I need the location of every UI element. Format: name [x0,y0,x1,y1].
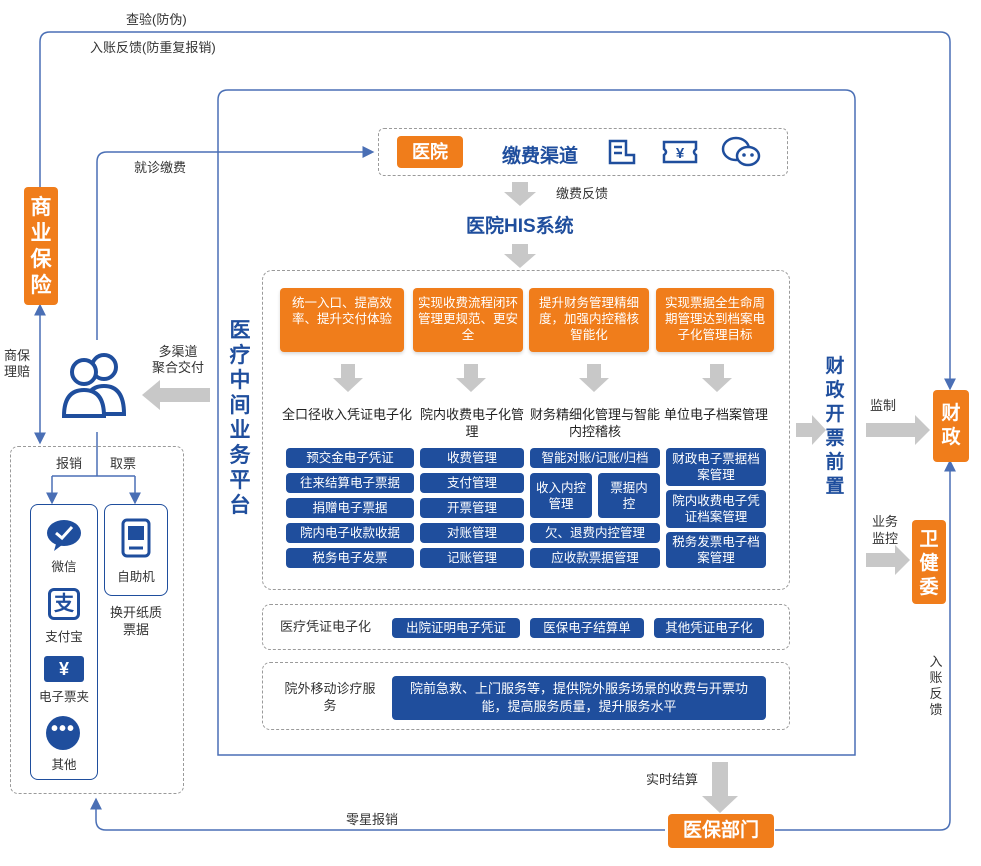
mobile-service-desc: 院前急救、上门服务等，提供院外服务场景的收费与开票功能，提高服务质量，提升服务水… [392,676,766,720]
charge-item: 支付管理 [420,473,524,493]
voucher-item: 其他凭证电子化 [654,618,764,638]
charge-item: 收费管理 [420,448,524,468]
section-title-charge: 院内收费电子化管理 [419,407,524,439]
verify-label: 查验(防伪) [126,12,187,27]
e-ticket-wallet-icon: ¥ [44,656,84,682]
income-item: 税务电子发票 [286,548,414,568]
goal-finance-refine: 提升财务管理精细度，加强内控稽核智能化 [529,288,649,352]
business-monitor-label: 业务 监控 [872,514,899,546]
section-title-income: 全口径收入凭证电子化 [282,407,413,422]
kiosk-label: 自助机 [117,570,155,584]
mobile-service-label: 院外移动诊疗服务 [284,681,376,713]
wallet-wechat-label: 微信 [51,560,77,574]
commercial-claim-label: 商保 理赔 [4,348,31,379]
petty-reimbursement-label: 零星报销 [346,812,399,827]
mobile-service-box [262,662,790,730]
medical-insurance-box: 医保部门 [668,814,774,848]
entry-feedback-right-label: 入账反馈 [929,654,943,717]
archive-item: 院内收费电子凭证档案管理 [666,490,766,528]
section-title-finance: 财务精细化管理与智能内控稽核 [530,407,661,439]
income-item: 院内电子收款收据 [286,523,414,543]
kiosk-icon [120,518,152,558]
income-item: 往来结算电子票据 [286,473,414,493]
wechat-pay-icon [720,135,762,169]
hospital-box: 医院 [397,136,463,168]
user-group-icon [60,348,136,424]
more-icon: ••• [46,716,80,750]
reimburse-label: 报销 [56,456,83,471]
kiosk-box [104,504,168,596]
voucher-item: 出院证明电子凭证 [392,618,520,638]
cash-icon: ¥ [660,137,700,167]
archive-item: 财政电子票据档案管理 [666,448,766,486]
visit-payment-label: 就诊缴费 [134,160,187,175]
invoice-icon [606,137,638,167]
supervision-label: 监制 [870,398,897,413]
delivery-box [10,446,184,794]
finance-item: 收入内控管理 [530,473,592,518]
finance-item: 票据内控 [598,473,660,518]
wechat-icon [44,518,84,552]
payment-feedback-label: 缴费反馈 [556,186,609,201]
platform-title: 医疗中间业务平台 [229,319,251,517]
entry-feedback-top-label: 入账反馈(防重复报销) [90,40,216,55]
kiosk-note: 换开纸质 票据 [109,605,162,637]
goal-unified-entry: 统一入口、提高效率、提升交付体验 [280,288,404,352]
goal-archive: 实现票据全生命周期管理达到档案电子化管理目标 [656,288,774,352]
finance-box: 财政 [933,390,969,462]
finance-front-title: 财政开票前置 [825,356,845,497]
medical-voucher-box [262,604,790,650]
section-title-archive: 单位电子档案管理 [664,407,769,422]
finance-item: 智能对账/记账/归档 [530,448,660,468]
income-item: 捐赠电子票据 [286,498,414,518]
archive-item: 税务发票电子档案管理 [666,532,766,568]
finance-item: 欠、退费内控管理 [530,523,660,543]
income-item: 预交金电子凭证 [286,448,414,468]
charge-item: 开票管理 [420,498,524,518]
finance-item: 应收款票据管理 [530,548,660,568]
medical-voucher-label: 医疗凭证电子化 [280,619,372,634]
commercial-insurance-box: 商业保险 [24,187,58,305]
take-ticket-label: 取票 [110,456,137,471]
goal-closed-loop: 实现收费流程闭环管理更规范、更安全 [413,288,523,352]
hospital-channel-box [378,128,788,176]
svg-text:¥: ¥ [676,145,685,162]
wallet-other-label: 其他 [51,758,77,772]
charge-item: 对账管理 [420,523,524,543]
multi-channel-label: 多渠道 聚合交付 [152,344,205,375]
platform-core-box [262,270,790,590]
health-commission-box: 卫健委 [912,520,946,604]
wallet-eticket-label: 电子票夹 [38,690,89,704]
charge-item: 记账管理 [420,548,524,568]
realtime-settlement-label: 实时结算 [646,772,699,787]
alipay-icon: 支 [48,588,80,620]
payment-channel-title: 缴费渠道 [502,146,579,167]
voucher-item: 医保电子结算单 [530,618,644,638]
his-system-title: 医院HIS系统 [466,216,574,237]
wallet-alipay-label: 支付宝 [45,630,83,644]
e-wallet-group [30,504,98,780]
